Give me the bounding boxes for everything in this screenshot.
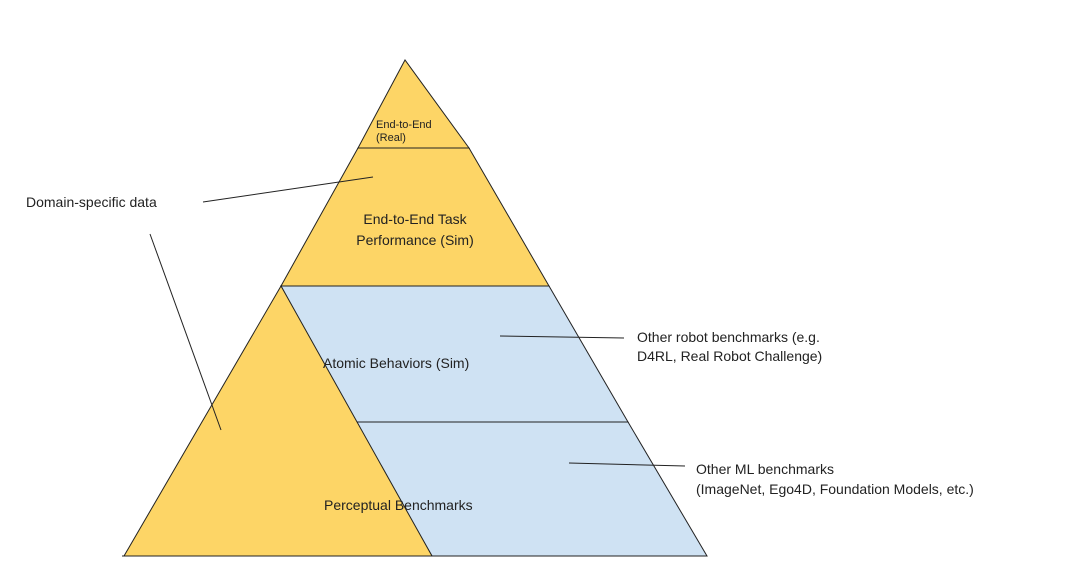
perceptual-benchmarks-label: Perceptual Benchmarks: [324, 497, 473, 513]
domain-specific-connector-upper: [202, 176, 374, 203]
sim-tier-label-line2: Performance (Sim): [356, 232, 473, 248]
atomic-behaviors-label: Atomic Behaviors (Sim): [323, 355, 469, 371]
domain-specific-connector-lower: [149, 233, 222, 431]
robot-benchmarks-annotation-line2: D4RL, Real Robot Challenge): [637, 348, 822, 364]
tier-end-to-end-real: [357, 59, 470, 149]
robot-benchmarks-annotation-line1: Other robot benchmarks (e.g.: [637, 329, 820, 345]
ml-benchmarks-annotation-line2: (ImageNet, Ego4D, Foundation Models, etc…: [696, 481, 974, 497]
domain-specific-annotation: Domain-specific data: [26, 194, 157, 210]
robot-benchmarks-connector: [499, 335, 625, 339]
top-tier-label-line2: (Real): [376, 132, 406, 144]
sim-tier-label-line1: End-to-End Task: [363, 211, 467, 227]
ml-benchmarks-connector: [568, 462, 686, 467]
ml-benchmarks-annotation-line1: Other ML benchmarks: [696, 461, 834, 477]
top-tier-label-line1: End-to-End: [376, 119, 432, 131]
